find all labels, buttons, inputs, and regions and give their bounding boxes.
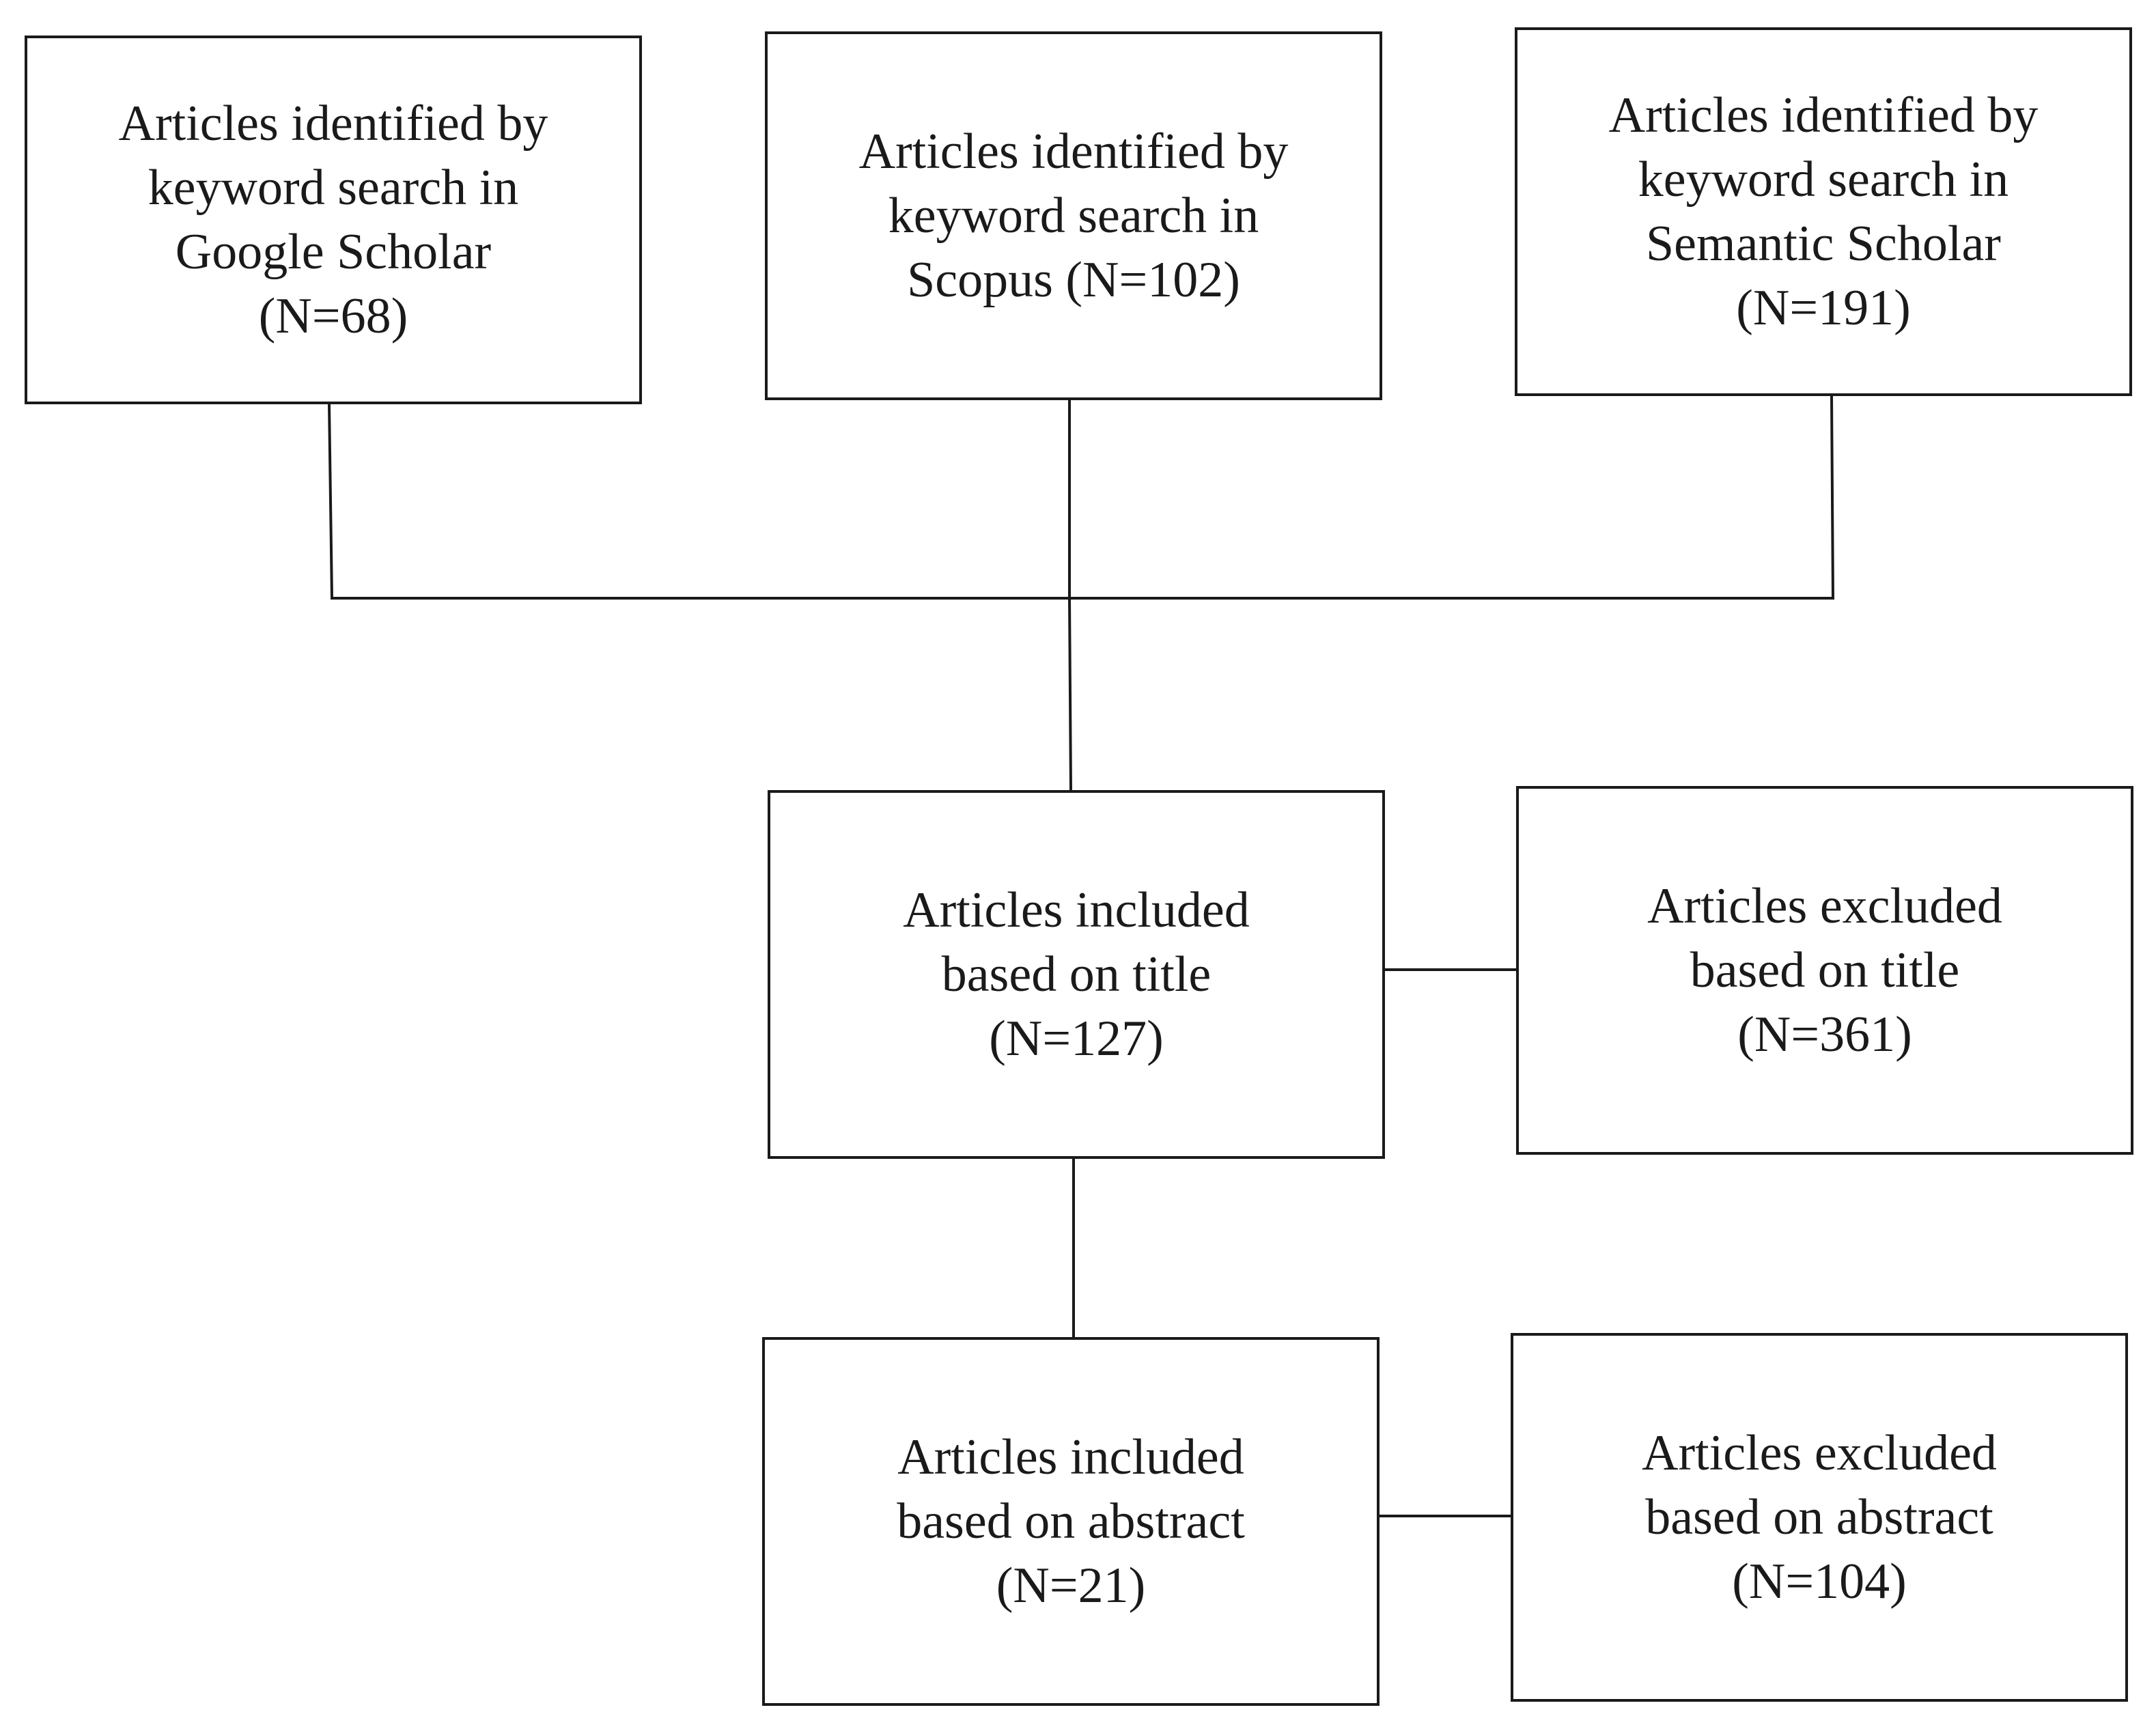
semantic-scholar-count: (N=191) <box>1736 280 1911 336</box>
semantic-scholar-line-3: Semantic Scholar <box>1646 216 2001 272</box>
scopus-box: Articles identified by keyword search in… <box>765 31 1382 400</box>
google-scholar-line-3: Google Scholar <box>175 224 492 280</box>
semantic-scholar-line-1: Articles identified by <box>1608 87 2039 143</box>
included-abstract-line-1: Articles included <box>897 1429 1244 1485</box>
included-title-line-1: Articles included <box>903 882 1250 938</box>
included-title-box: Articles included based on title (N=127) <box>768 790 1385 1159</box>
excluded-abstract-line-2: based on abstract <box>1645 1489 1993 1545</box>
scopus-line-1: Articles identified by <box>858 124 1289 180</box>
semantic-scholar-box: Articles identified by keyword search in… <box>1515 27 2132 396</box>
excluded-abstract-line-1: Articles excluded <box>1642 1425 1997 1481</box>
excluded-title-box: Articles excluded based on title (N=361) <box>1516 786 2133 1155</box>
google-scholar-box: Articles identified by keyword search in… <box>25 36 642 404</box>
excluded-abstract-count: (N=104) <box>1732 1554 1907 1610</box>
included-title-line-2: based on title <box>941 946 1212 1002</box>
google-scholar-line-2: keyword search in <box>148 160 519 216</box>
semantic-scholar-line-2: keyword search in <box>1638 152 2009 208</box>
excluded-title-line-1: Articles excluded <box>1647 878 2002 934</box>
included-title-count: (N=127) <box>989 1011 1164 1067</box>
included-abstract-box: Articles included based on abstract (N=2… <box>762 1337 1380 1706</box>
excluded-title-line-2: based on title <box>1690 942 1960 998</box>
google-scholar-line-1: Articles identified by <box>118 96 548 152</box>
google-scholar-count: (N=68) <box>258 288 408 344</box>
scopus-line-2: keyword search in <box>888 188 1259 244</box>
included-abstract-count: (N=21) <box>996 1558 1146 1614</box>
connector-semantic-down <box>1830 394 1835 600</box>
connector-merge-to-title <box>1067 596 1073 792</box>
scopus-count: Scopus (N=102) <box>907 252 1240 308</box>
excluded-title-count: (N=361) <box>1737 1007 1912 1063</box>
included-abstract-line-2: based on abstract <box>897 1493 1245 1549</box>
excluded-abstract-box: Articles excluded based on abstract (N=1… <box>1511 1333 2128 1702</box>
connector-google-down <box>327 402 334 600</box>
